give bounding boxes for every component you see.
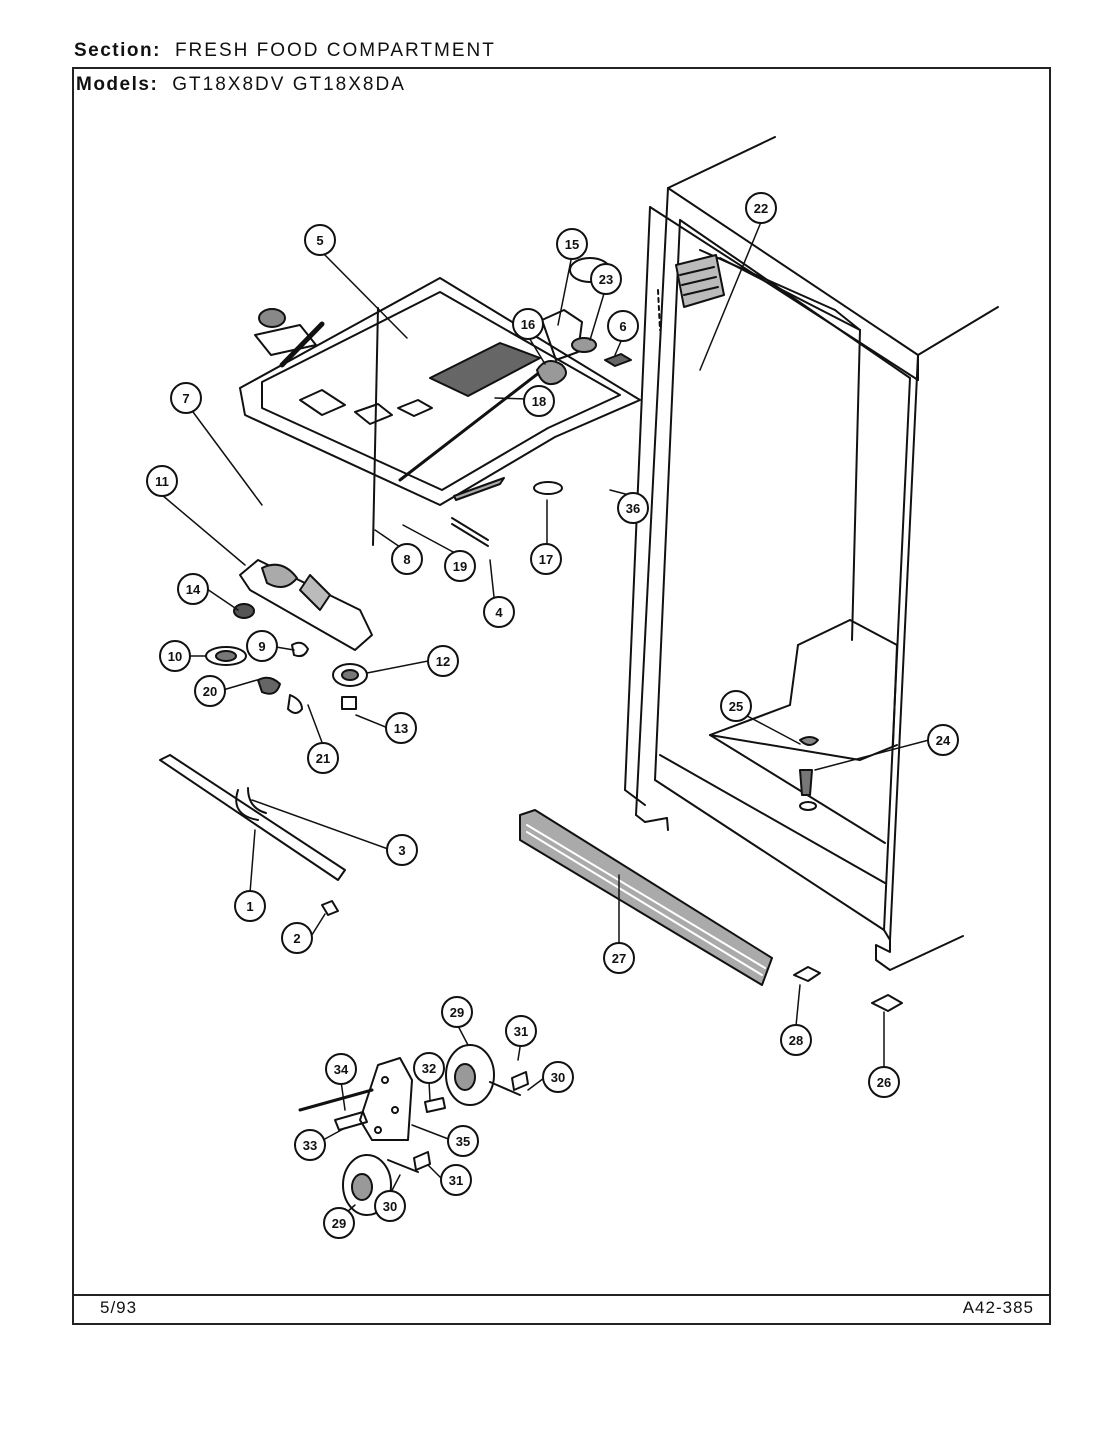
callout-circle-2 (281, 922, 313, 954)
callout-label-35: 35 (456, 1134, 470, 1149)
callout-label-28: 28 (789, 1033, 803, 1048)
callout-label-24: 24 (936, 733, 951, 748)
callout-circle-29 (441, 996, 473, 1028)
section-value: FRESH FOOD COMPARTMENT (174, 40, 496, 61)
callout-label-19: 19 (453, 559, 467, 574)
callout-label-31: 31 (449, 1173, 463, 1188)
callout-circle-30 (542, 1061, 574, 1093)
callout-label-30: 30 (383, 1199, 397, 1214)
callout-circle-25 (720, 690, 752, 722)
callout-circle-29 (323, 1207, 355, 1239)
footer-code: A42-385 (962, 1298, 1034, 1317)
callout-label-12: 12 (436, 654, 450, 669)
diagram-frame (72, 67, 1051, 1325)
callout-label-8: 8 (403, 552, 410, 567)
callout-label-5: 5 (316, 233, 323, 248)
callout-group: 1234567891011121314151617181920212223242… (146, 192, 959, 1239)
callout-circle-28 (780, 1024, 812, 1056)
callout-label-3: 3 (398, 843, 405, 858)
callout-label-21: 21 (316, 751, 330, 766)
section-heading: Section: FRESH FOOD COMPARTMENT (74, 40, 496, 62)
callout-circle-19 (444, 550, 476, 582)
callout-label-29: 29 (332, 1216, 346, 1231)
callout-circle-17 (530, 543, 562, 575)
callout-circle-23 (590, 263, 622, 295)
callout-circle-3 (386, 834, 418, 866)
callout-circle-14 (177, 573, 209, 605)
callout-circle-30 (374, 1190, 406, 1222)
callout-circle-1 (234, 890, 266, 922)
models-value: GT18X8DV GT18X8DA (172, 74, 406, 95)
callout-circle-11 (146, 465, 178, 497)
callout-label-33: 33 (303, 1138, 317, 1153)
callout-circle-34 (325, 1053, 357, 1085)
callout-label-18: 18 (532, 394, 546, 409)
callout-label-29: 29 (450, 1005, 464, 1020)
callout-circle-31 (505, 1015, 537, 1047)
callout-circle-33 (294, 1129, 326, 1161)
callout-label-10: 10 (168, 649, 182, 664)
callout-label-16: 16 (521, 317, 535, 332)
callout-label-13: 13 (394, 721, 408, 736)
footer-rule (74, 1294, 1049, 1296)
callout-circle-22 (745, 192, 777, 224)
callout-label-1: 1 (246, 899, 253, 914)
callout-circle-26 (868, 1066, 900, 1098)
callout-label-17: 17 (539, 552, 553, 567)
callout-label-6: 6 (619, 319, 626, 334)
callout-label-22: 22 (754, 201, 768, 216)
control-housing-drawing (205, 257, 641, 714)
callout-circle-21 (307, 742, 339, 774)
callout-label-14: 14 (186, 582, 201, 597)
section-label: Section: (74, 40, 161, 61)
callout-label-36: 36 (626, 501, 640, 516)
callout-circle-24 (927, 724, 959, 756)
callout-label-20: 20 (203, 684, 217, 699)
callout-label-11: 11 (155, 474, 169, 489)
callout-circle-12 (427, 645, 459, 677)
callout-label-27: 27 (612, 951, 626, 966)
callout-circle-10 (159, 640, 191, 672)
callout-label-30: 30 (551, 1070, 565, 1085)
callout-label-9: 9 (258, 639, 265, 654)
callout-label-23: 23 (599, 272, 613, 287)
lower-parts-drawing (159, 736, 903, 1216)
cabinet-drawing (624, 136, 999, 971)
callout-label-26: 26 (877, 1075, 891, 1090)
callout-circle-7 (170, 382, 202, 414)
callout-circle-8 (391, 543, 423, 575)
callout-label-25: 25 (729, 699, 743, 714)
callout-label-2: 2 (293, 931, 300, 946)
callout-circle-15 (556, 228, 588, 260)
callout-label-31: 31 (514, 1024, 528, 1039)
models-label: Models: (76, 74, 159, 95)
footer-date: 5/93 (100, 1298, 138, 1317)
callout-circle-27 (603, 942, 635, 974)
callout-circle-6 (607, 310, 639, 342)
callout-circle-18 (523, 385, 555, 417)
callout-label-4: 4 (495, 605, 503, 620)
models-heading: Models: GT18X8DV GT18X8DA (76, 74, 406, 96)
callout-circle-20 (194, 675, 226, 707)
callout-label-7: 7 (182, 391, 189, 406)
callout-circle-16 (512, 308, 544, 340)
callout-label-34: 34 (334, 1062, 349, 1077)
callout-label-32: 32 (422, 1061, 436, 1076)
callout-circle-32 (413, 1052, 445, 1084)
callout-label-15: 15 (565, 237, 579, 252)
callout-circle-9 (246, 630, 278, 662)
callout-circle-13 (385, 712, 417, 744)
callout-circle-5 (304, 224, 336, 256)
callout-circle-36 (617, 492, 649, 524)
callout-circle-31 (440, 1164, 472, 1196)
callout-circle-35 (447, 1125, 479, 1157)
callout-circle-4 (483, 596, 515, 628)
